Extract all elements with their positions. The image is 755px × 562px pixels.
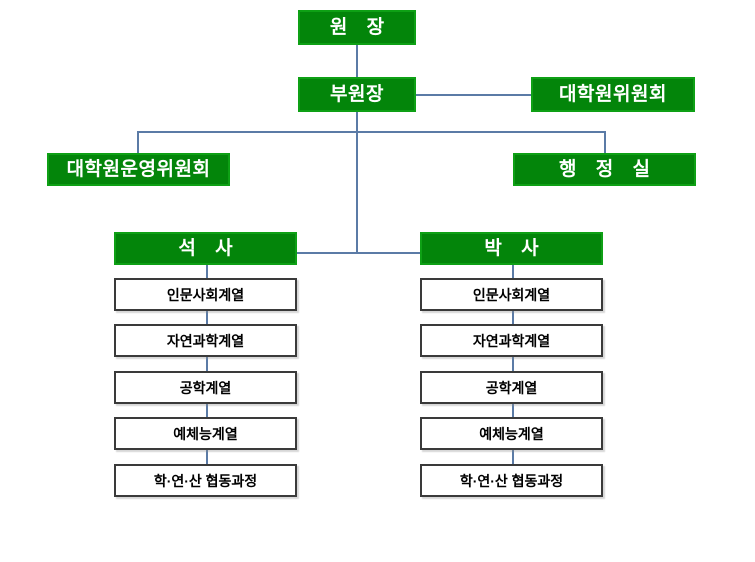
connector-masters-program-3-to-4 [206,403,208,417]
connector-bus-to-steering-committee [137,131,139,154]
masters-program-item[interactable]: 예체능계열 [114,417,297,450]
connector-doctorate-program-2-to-3 [512,357,514,371]
connector-masters-to-program-1 [206,264,208,278]
doctorate-program-item[interactable]: 자연과학계열 [420,324,603,357]
node-director[interactable]: 원 장 [298,10,416,45]
connector-deputy-trunk [356,111,358,253]
node-administration-office[interactable]: 행 정 실 [513,153,696,186]
connector-masters-program-4-to-5 [206,450,208,464]
connector-masters-program-2-to-3 [206,357,208,371]
connector-masters-program-1-to-2 [206,311,208,325]
doctorate-program-item[interactable]: 인문사회계열 [420,278,603,311]
connector-doctorate-to-program-1 [512,264,514,278]
connector-doctorate-program-3-to-4 [512,403,514,417]
connector-doctorate-program-4-to-5 [512,450,514,464]
node-graduate-committee[interactable]: 대학원위원회 [531,77,695,112]
connector-degree-bus [206,252,514,254]
connector-deputy-to-graduate-committee [414,94,532,96]
connector-bus-to-administration [604,131,606,154]
connector-director-to-deputy [356,45,358,78]
masters-program-item[interactable]: 자연과학계열 [114,324,297,357]
doctorate-program-item[interactable]: 학·연·산 협동과정 [420,464,603,497]
masters-program-item[interactable]: 인문사회계열 [114,278,297,311]
doctorate-program-item[interactable]: 예체능계열 [420,417,603,450]
connector-committee-bus [137,131,606,133]
node-doctorate[interactable]: 박 사 [420,232,603,265]
node-graduate-steering-committee[interactable]: 대학원운영위원회 [47,153,230,186]
connector-doctorate-program-1-to-2 [512,311,514,325]
masters-program-item[interactable]: 공학계열 [114,371,297,404]
node-deputy-director[interactable]: 부원장 [298,77,416,112]
doctorate-program-item[interactable]: 공학계열 [420,371,603,404]
masters-program-item[interactable]: 학·연·산 협동과정 [114,464,297,497]
node-masters[interactable]: 석 사 [114,232,297,265]
